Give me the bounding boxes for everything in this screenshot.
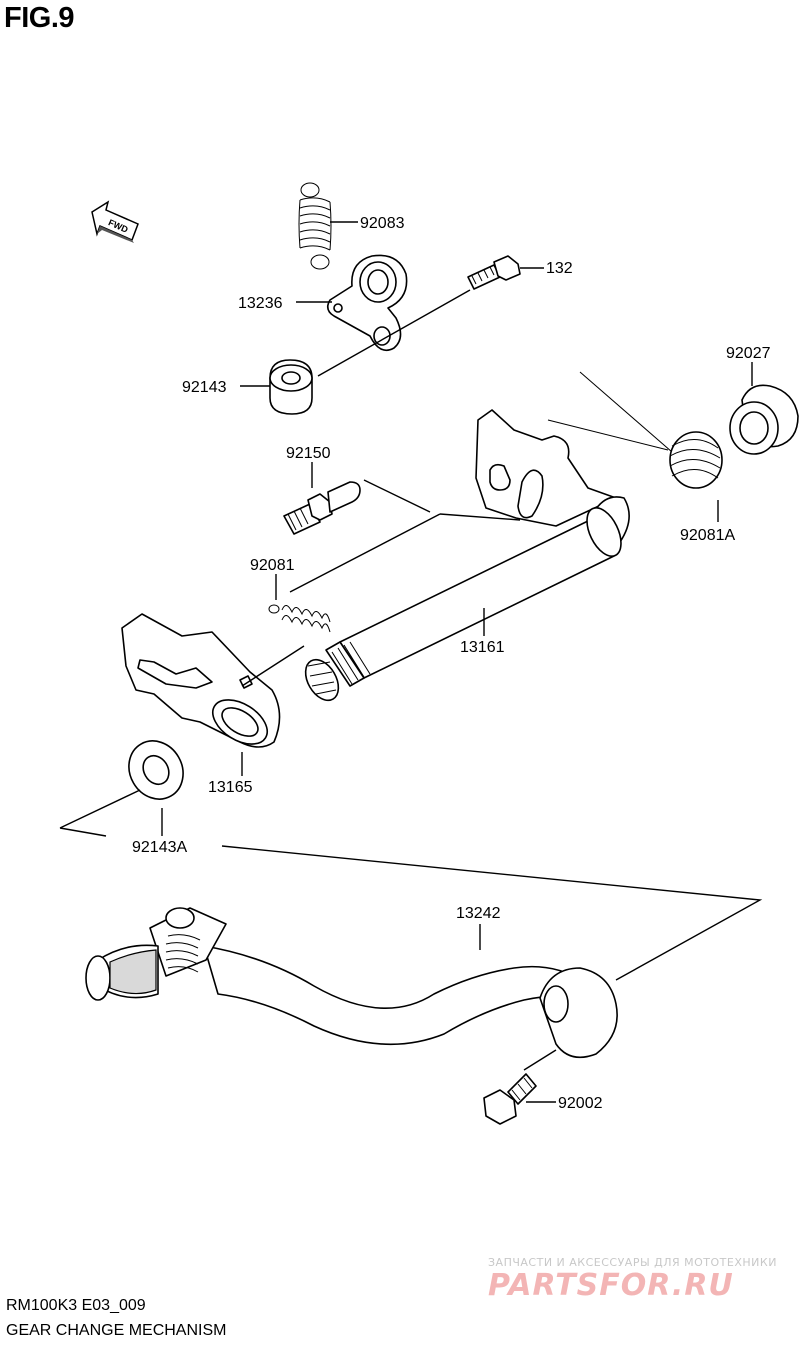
label-92027: 92027 <box>726 345 771 362</box>
label-92143a: 92143A <box>132 839 187 856</box>
part-92083-drawing <box>298 182 332 270</box>
part-92081a-drawing <box>547 371 723 489</box>
assembly-guide-lines <box>59 289 763 1071</box>
part-labels: 92083 132 13236 92143 92027 92150 92081A… <box>132 215 771 1112</box>
watermark-logo: PARTSFOR.RU <box>488 1268 734 1303</box>
part-92143a-drawing <box>128 740 184 800</box>
part-92150-drawing <box>283 481 361 535</box>
label-13242: 13242 <box>456 905 501 922</box>
footer-diagram-code: RM100K3 E03_009 <box>6 1297 146 1314</box>
part-13236-drawing <box>326 254 408 352</box>
part-132-drawing <box>467 255 521 290</box>
part-92081-drawing <box>268 604 331 633</box>
label-92081: 92081 <box>250 557 295 574</box>
fwd-arrow-icon: FWD <box>91 200 139 243</box>
label-13165: 13165 <box>208 779 253 796</box>
part-92002-drawing <box>483 1073 537 1125</box>
label-92002: 92002 <box>558 1095 603 1112</box>
figure-title: FIG.9 <box>4 2 75 34</box>
part-13242-drawing <box>85 907 618 1059</box>
part-92027-drawing <box>729 384 799 455</box>
label-92083: 92083 <box>360 215 405 232</box>
part-13165-drawing <box>121 613 281 748</box>
part-13161-drawing <box>304 409 630 702</box>
label-92150: 92150 <box>286 445 331 462</box>
footer-diagram-name: GEAR CHANGE MECHANISM <box>6 1322 227 1339</box>
label-92143: 92143 <box>182 379 227 396</box>
label-92081a: 92081A <box>680 527 735 544</box>
part-92143-drawing <box>269 359 313 415</box>
label-132: 132 <box>546 260 573 277</box>
label-13161: 13161 <box>460 639 505 656</box>
label-13236: 13236 <box>238 295 283 312</box>
leader-lines <box>161 221 753 1103</box>
watermark-tagline: ЗАПЧАСТИ И АКСЕССУАРЫ ДЛЯ МОТОТЕХНИКИ <box>488 1256 777 1269</box>
